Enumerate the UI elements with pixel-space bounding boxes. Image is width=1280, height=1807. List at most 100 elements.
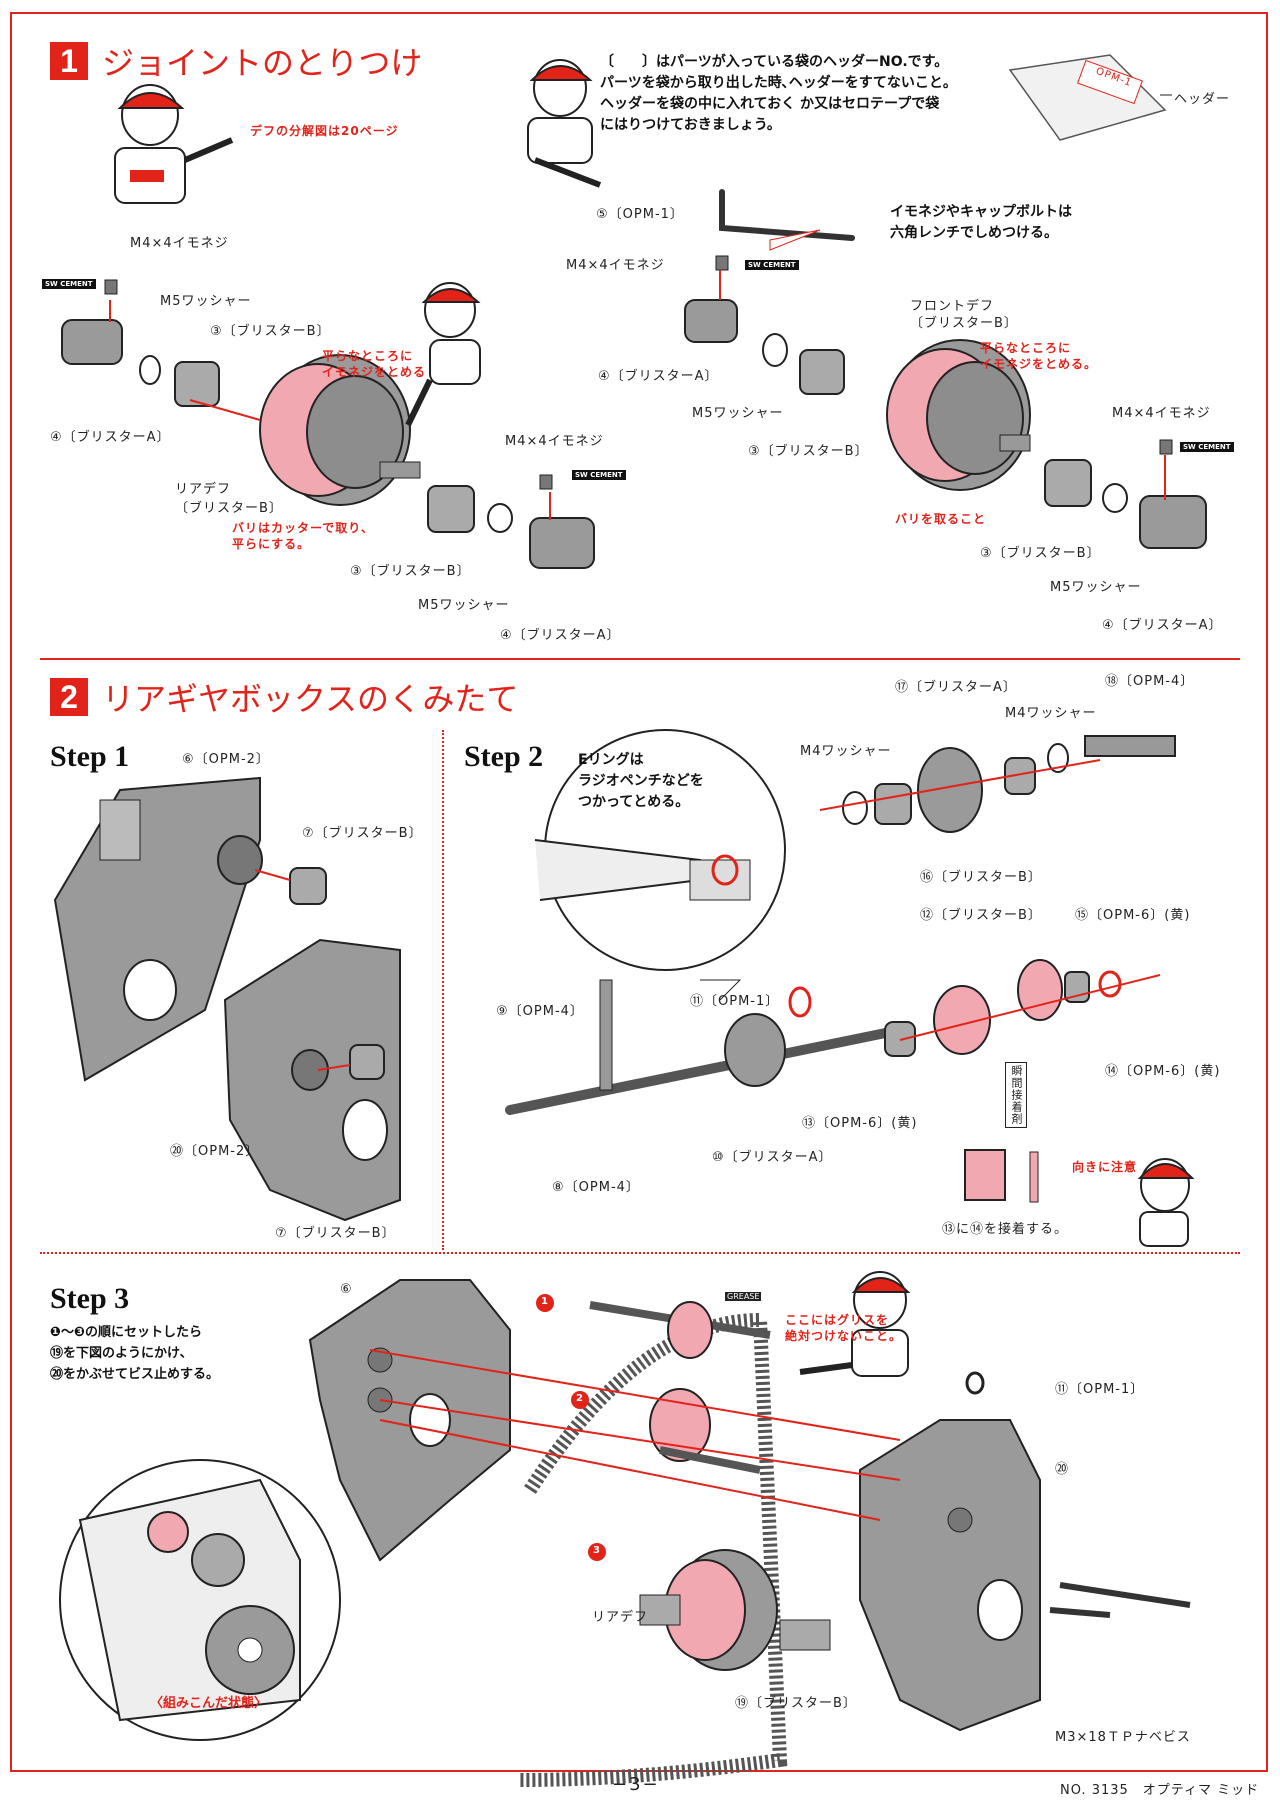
label-m5-washer: M5ワッシャー (418, 598, 510, 613)
step3-note: ❶～❸の順にセットしたら ⑲を下図のようにかけ､ ⑳をかぶせてビス止めする。 (50, 1322, 219, 1385)
order-markers (536, 1294, 606, 1561)
gearbox-housing-left (53, 776, 327, 1082)
label-m4-washer: M4ワッシャー (1005, 706, 1097, 721)
section2-heading: 2 リアギヤボックスのくみたて (50, 674, 518, 720)
label-line: 平らにする。 (232, 537, 311, 551)
label-line: 〔ブリスターB〕 (910, 316, 1018, 331)
label-line: 〔ブリスターB〕 (175, 501, 283, 516)
step-divider (442, 730, 444, 1250)
flat-surface-note: 平らなところに イモネジをとめる (322, 348, 426, 380)
label-part-11: ⑪〔OPM-1〕 (690, 994, 780, 1009)
label-part-7: ⑦〔ブリスターB〕 (302, 826, 423, 841)
label-part-14: ⑭〔OPM-6〕(黄) (1105, 1064, 1221, 1079)
label-front-diff: フロントデフ 〔ブリスターB〕 (910, 298, 1018, 332)
front-diff-assembly (684, 255, 1207, 549)
e-ring-note: Eリングは ラジオペンチなどを つかってとめる。 (578, 750, 704, 813)
section2-number: 2 (50, 678, 88, 716)
label-part-20: ⑳ (1055, 1462, 1070, 1477)
header-note-line: パーツを袋から取り出した時､ヘッダーをすてないこと。 (600, 75, 957, 91)
grease-tag: GREASE (725, 1292, 762, 1301)
section2-title: リアギヤボックスのくみたて (102, 680, 519, 718)
mascot-icon (527, 59, 602, 188)
label-part-3: ③〔ブリスターB〕 (980, 546, 1101, 561)
sw-cement-badge: SW CEMENT (1180, 442, 1234, 452)
mascot-icon (799, 1271, 911, 1377)
label-part-13: ⑬〔OPM-6〕(黄) (802, 1116, 918, 1131)
note-line: ラジオペンチなどを (578, 773, 704, 789)
label-line: 平らなところに (980, 341, 1072, 355)
label-part-11: ⑪〔OPM-1〕 (1055, 1382, 1145, 1397)
burr-note: バリを取ること (895, 512, 987, 526)
label-part-16: ⑯〔ブリスターB〕 (920, 870, 1042, 885)
label-part-3: ③〔ブリスターB〕 (210, 324, 331, 339)
section1-heading: 1 ジョイントのとりつけ (50, 38, 422, 84)
inset-caption: 〈組みこんだ状態〉 (150, 1696, 268, 1711)
label-part-4: ④〔ブリスターA〕 (1102, 618, 1223, 633)
arrow-icon (769, 229, 821, 251)
label-part-5: ⑤〔OPM-1〕 (596, 207, 684, 222)
wrench-note-line: イモネジやキャップボルトは (890, 204, 1072, 220)
sw-cement-badge: SW CEMENT (572, 470, 626, 480)
label-part-6: ⑥〔OPM-2〕 (182, 752, 270, 767)
section1-number: 1 (50, 42, 88, 80)
burr-note: バリはカッターで取り､ 平らにする。 (232, 520, 368, 552)
label-part-19: ⑲〔ブリスターB〕 (735, 1696, 857, 1711)
label-m5-washer: M5ワッシャー (160, 294, 252, 309)
label-m5-washer: M5ワッシャー (1050, 580, 1142, 595)
note-line: つかってとめる。 (578, 794, 690, 810)
section1-title: ジョイントのとりつけ (102, 44, 423, 82)
step3-title: Step 3 (50, 1282, 130, 1315)
label-rear-diff: リアデフ 〔ブリスターB〕 (175, 478, 283, 516)
step-divider (40, 1252, 1240, 1254)
gearbox-housing-right (223, 938, 401, 1222)
label-line: イモネジをとめる (322, 365, 427, 379)
label-part-18: ⑱〔OPM-4〕 (1105, 674, 1195, 689)
step1-title: Step 1 (50, 740, 130, 773)
label-part-20: ⑳〔OPM-2〕 (170, 1144, 260, 1159)
gearbox-housing-left (308, 1279, 511, 1562)
upper-shaft-assembly (819, 735, 1176, 833)
drive-belt (519, 1312, 788, 1787)
header-note-line: 〔 〕はパーツが入っている袋のヘッダーNO.です。 (600, 54, 949, 70)
wrench-note: イモネジやキャップボルトは 六角レンチでしめつける。 (890, 202, 1072, 244)
order-marker-2: 2 (576, 1393, 584, 1404)
sw-cement-badge: SW CEMENT (745, 260, 799, 270)
header-note: 〔 〕はパーツが入っている袋のヘッダーNO.です。 パーツを袋から取り出した時､… (600, 52, 957, 136)
label-part-10: ⑩〔ブリスターA〕 (712, 1150, 833, 1165)
label-line: イモネジをとめる。 (980, 357, 1098, 371)
label-m4-set-screw: M4×4イモネジ (566, 258, 665, 273)
screws-icon (1049, 1582, 1191, 1618)
label-part-6: ⑥ (340, 1282, 353, 1297)
label-m4-set-screw: M4×4イモネジ (1112, 406, 1211, 421)
model-number: NO. 3135 オプティマ ミッド (1060, 1783, 1260, 1798)
note-line: ここにはグリスを (785, 1313, 890, 1327)
label-part-4: ④〔ブリスターA〕 (500, 628, 621, 643)
label-part-8: ⑧〔OPM-4〕 (552, 1180, 640, 1195)
instant-glue-tag: 瞬間接着剤 (1005, 1062, 1027, 1128)
mascot-icon (405, 282, 481, 427)
label-line: 平らなところに (322, 349, 414, 363)
section-divider (40, 658, 1240, 660)
header-note-line: ヘッダーを袋の中に入れておく か又はセロテープで袋 (600, 96, 940, 112)
wrench-note-line: 六角レンチでしめつける。 (890, 225, 1058, 241)
flat-surface-note: 平らなところに イモネジをとめる。 (980, 340, 1097, 372)
label-line: バリはカッターで取り､ (232, 521, 369, 535)
note-line: 絶対つけないこと。 (785, 1329, 903, 1343)
rear-diff (639, 1549, 831, 1671)
label-part-7: ⑦〔ブリスターB〕 (275, 1226, 396, 1241)
label-m4-set-screw: M4×4イモネジ (505, 434, 604, 449)
header-label: ヘッダー (1174, 92, 1231, 107)
no-grease-note: ここにはグリスを 絶対つけないこと。 (785, 1312, 902, 1344)
order-marker-1: 1 (541, 1296, 549, 1307)
gearbox-housing-right (859, 1419, 1041, 1732)
label-part-15: ⑮〔OPM-6〕(黄) (1075, 908, 1191, 923)
label-rear-diff: リアデフ (592, 1610, 649, 1625)
bond-note: ⑬に⑭を接着する。 (942, 1222, 1069, 1237)
label-m5-washer: M5ワッシャー (692, 406, 784, 421)
mascot-icon (114, 84, 234, 204)
page-frame (10, 12, 1268, 1772)
page-number: −3− (612, 1774, 660, 1795)
